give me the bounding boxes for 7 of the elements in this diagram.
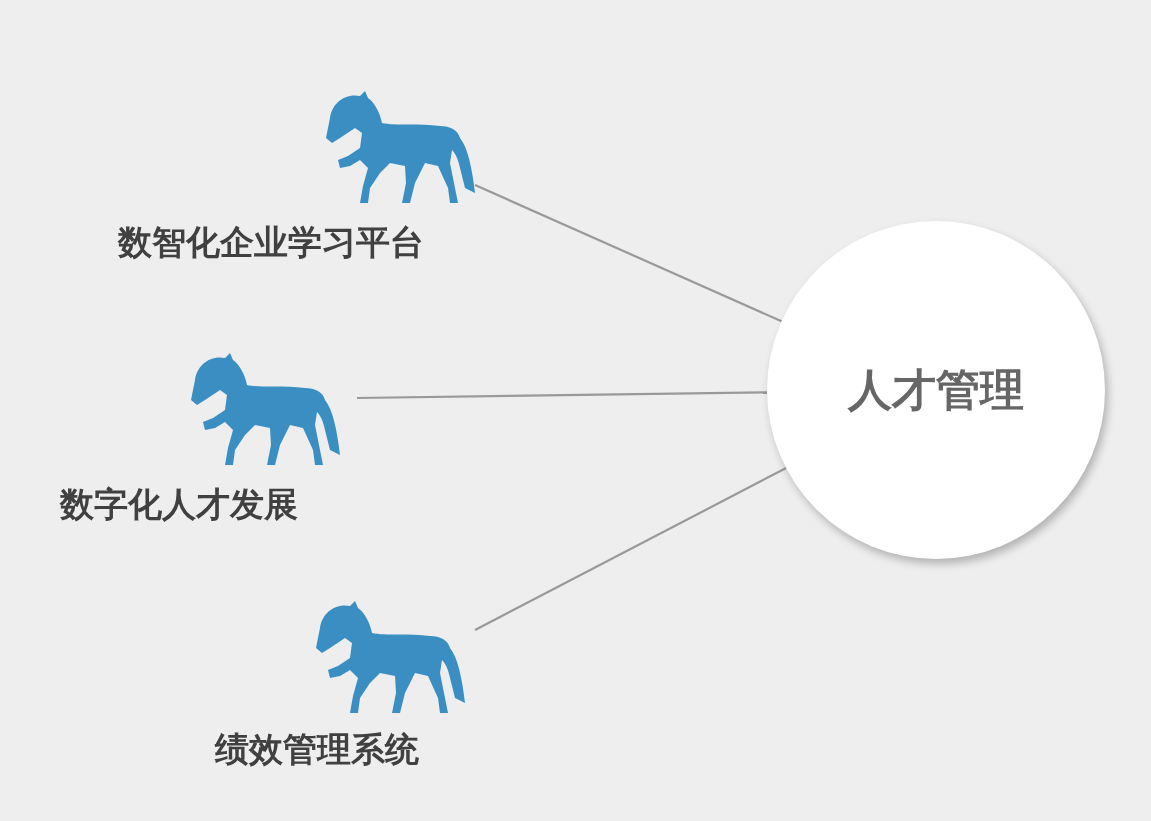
connector-line xyxy=(474,467,787,631)
item-label: 绩效管理系统 xyxy=(215,728,419,771)
topic-label: 人才管理 xyxy=(848,362,1024,417)
item-label: 数字化人才发展 xyxy=(60,483,298,526)
item-label: 数智化企业学习平台 xyxy=(118,221,424,264)
connector-line xyxy=(474,184,783,323)
connector-line xyxy=(357,391,768,400)
